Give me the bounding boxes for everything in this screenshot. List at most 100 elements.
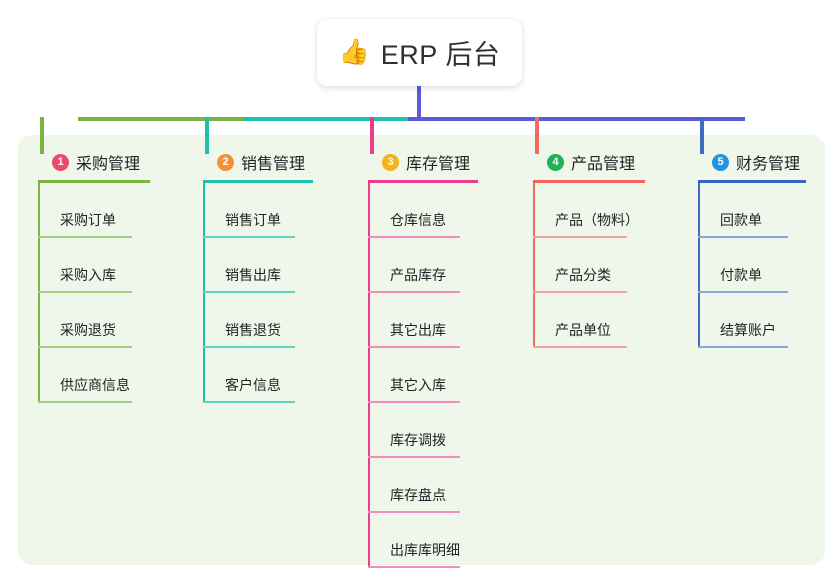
node-item-rule bbox=[698, 346, 788, 348]
column-items-2: 销售订单销售出库销售退货客户信息 bbox=[203, 183, 313, 403]
node-item-rule bbox=[368, 511, 460, 513]
column-rule-3 bbox=[368, 180, 478, 183]
column-header-1[interactable]: 1 采购管理 bbox=[38, 150, 150, 174]
node-item-label: 产品分类 bbox=[555, 267, 611, 283]
column-rule-1 bbox=[38, 180, 150, 183]
node-item-label: 客户信息 bbox=[225, 377, 281, 393]
node-item[interactable]: 库存调拨 bbox=[368, 403, 478, 458]
root-node-title: ERP 后台 bbox=[380, 40, 501, 70]
node-item[interactable]: 其它入库 bbox=[368, 348, 478, 403]
thumbs-up-icon: 👍 bbox=[338, 38, 370, 66]
bus-segment-right bbox=[408, 117, 745, 121]
column-items-3: 仓库信息产品库存其它出库其它入库库存调拨库存盘点出库库明细 bbox=[368, 183, 478, 568]
node-item-label: 库存盘点 bbox=[390, 487, 446, 503]
node-item-label: 供应商信息 bbox=[60, 377, 130, 393]
column-badge-2: 2 bbox=[217, 153, 234, 171]
node-item[interactable]: 回款单 bbox=[698, 183, 806, 238]
column-2: 2 销售管理销售订单销售出库销售退货客户信息 bbox=[203, 150, 313, 403]
node-item[interactable]: 产品分类 bbox=[533, 238, 645, 293]
node-item-label: 销售出库 bbox=[225, 267, 281, 283]
node-item-label: 采购入库 bbox=[60, 267, 116, 283]
column-badge-1: 1 bbox=[52, 153, 69, 171]
node-item-rule bbox=[533, 291, 627, 293]
node-item-rule bbox=[368, 236, 460, 238]
bus-segment-purchase bbox=[78, 117, 243, 121]
node-item[interactable]: 供应商信息 bbox=[38, 348, 150, 403]
column-spine-4 bbox=[533, 183, 535, 348]
node-item-rule bbox=[533, 236, 627, 238]
drop-connector-5 bbox=[700, 117, 704, 154]
column-spine-2 bbox=[203, 183, 205, 403]
column-rule-4 bbox=[533, 180, 645, 183]
drop-connector-1 bbox=[40, 117, 44, 154]
node-item-rule bbox=[38, 401, 132, 403]
column-items-4: 产品（物料） 产品分类产品单位 bbox=[533, 183, 645, 348]
node-item[interactable]: 付款单 bbox=[698, 238, 806, 293]
drop-connector-2 bbox=[205, 117, 209, 154]
node-item-rule bbox=[38, 236, 132, 238]
root-stem-connector bbox=[417, 86, 421, 119]
node-item-label: 销售订单 bbox=[225, 212, 281, 228]
node-item[interactable]: 产品（物料） bbox=[533, 183, 645, 238]
node-item-rule bbox=[38, 346, 132, 348]
node-item[interactable]: 出库库明细 bbox=[368, 513, 478, 568]
node-item-label: 结算账户 bbox=[720, 322, 776, 338]
column-5: 5 财务管理回款单付款单结算账户 bbox=[698, 150, 806, 348]
node-item-label: 产品单位 bbox=[555, 322, 611, 338]
column-title-5: 财务管理 bbox=[736, 156, 801, 173]
node-item[interactable]: 采购入库 bbox=[38, 238, 150, 293]
column-rule-2 bbox=[203, 180, 313, 183]
node-item[interactable]: 采购订单 bbox=[38, 183, 150, 238]
node-item[interactable]: 结算账户 bbox=[698, 293, 806, 348]
column-title-1: 采购管理 bbox=[76, 156, 141, 173]
column-3: 3 库存管理仓库信息产品库存其它出库其它入库库存调拨库存盘点出库库明细 bbox=[368, 150, 478, 568]
node-item-rule bbox=[368, 346, 460, 348]
node-item-label: 采购退货 bbox=[60, 322, 116, 338]
node-item-label: 仓库信息 bbox=[390, 212, 446, 228]
column-spine-1 bbox=[38, 183, 40, 403]
drop-connector-3 bbox=[370, 117, 374, 154]
column-header-5[interactable]: 5 财务管理 bbox=[698, 150, 806, 174]
node-item[interactable]: 仓库信息 bbox=[368, 183, 478, 238]
column-title-2: 销售管理 bbox=[241, 156, 306, 173]
root-node-card[interactable]: 👍 ERP 后台 bbox=[317, 19, 522, 86]
node-item-rule bbox=[368, 401, 460, 403]
node-item-rule bbox=[203, 401, 295, 403]
column-badge-3: 3 bbox=[382, 153, 399, 171]
node-item[interactable]: 产品单位 bbox=[533, 293, 645, 348]
node-item[interactable]: 销售出库 bbox=[203, 238, 313, 293]
node-item-rule bbox=[368, 566, 460, 568]
column-title-3: 库存管理 bbox=[406, 156, 471, 173]
column-header-2[interactable]: 2 销售管理 bbox=[203, 150, 313, 174]
column-header-3[interactable]: 3 库存管理 bbox=[368, 150, 478, 174]
node-item-label: 出库库明细 bbox=[390, 542, 460, 558]
node-item-rule bbox=[203, 291, 295, 293]
column-spine-5 bbox=[698, 183, 700, 348]
column-items-5: 回款单付款单结算账户 bbox=[698, 183, 806, 348]
node-item-label: 其它入库 bbox=[390, 377, 446, 393]
node-item-rule bbox=[203, 346, 295, 348]
node-item-rule bbox=[698, 291, 788, 293]
node-item[interactable]: 库存盘点 bbox=[368, 458, 478, 513]
node-item[interactable]: 采购退货 bbox=[38, 293, 150, 348]
node-item[interactable]: 客户信息 bbox=[203, 348, 313, 403]
column-badge-4: 4 bbox=[547, 153, 564, 171]
node-item-label: 库存调拨 bbox=[390, 432, 446, 448]
node-item-label: 产品库存 bbox=[390, 267, 446, 283]
node-item-rule bbox=[368, 456, 460, 458]
node-item-label: 采购订单 bbox=[60, 212, 116, 228]
column-badge-5: 5 bbox=[712, 153, 729, 171]
diagram-panel bbox=[18, 135, 825, 565]
column-spine-3 bbox=[368, 183, 370, 568]
node-item[interactable]: 其它出库 bbox=[368, 293, 478, 348]
node-item-rule bbox=[698, 236, 788, 238]
node-item[interactable]: 销售订单 bbox=[203, 183, 313, 238]
node-item-label: 产品（物料） bbox=[555, 212, 639, 228]
node-item[interactable]: 销售退货 bbox=[203, 293, 313, 348]
node-item-rule bbox=[533, 346, 627, 348]
node-item-label: 付款单 bbox=[720, 267, 762, 283]
node-item-label: 回款单 bbox=[720, 212, 762, 228]
node-item[interactable]: 产品库存 bbox=[368, 238, 478, 293]
